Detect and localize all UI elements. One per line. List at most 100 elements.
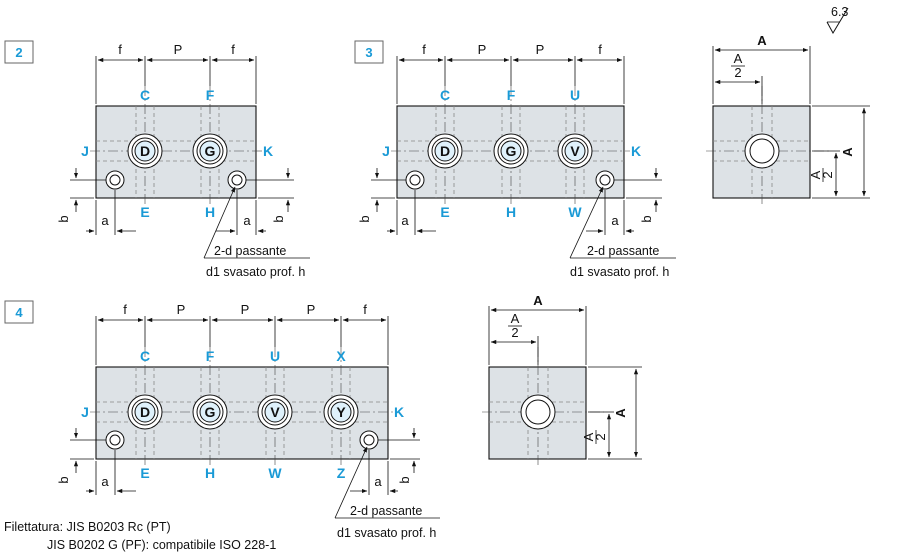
svg-text:G: G bbox=[205, 143, 216, 159]
svg-text:b: b bbox=[56, 476, 71, 483]
port-D: D bbox=[127, 394, 163, 430]
port-Y: Y bbox=[323, 394, 359, 430]
svg-text:V: V bbox=[570, 143, 580, 159]
svg-text:f: f bbox=[422, 42, 426, 57]
side-view-lower: A A 2 A A 2 bbox=[482, 293, 642, 465]
svg-text:H: H bbox=[205, 204, 215, 220]
svg-text:D: D bbox=[140, 143, 150, 159]
svg-text:d1 svasato prof. h: d1 svasato prof. h bbox=[570, 265, 669, 279]
svg-text:b: b bbox=[639, 215, 654, 222]
svg-text:3: 3 bbox=[365, 45, 372, 60]
port-G: G bbox=[192, 394, 228, 430]
svg-text:X: X bbox=[336, 348, 346, 364]
svg-text:D: D bbox=[440, 143, 450, 159]
svg-text:F: F bbox=[507, 87, 516, 103]
svg-text:f: f bbox=[363, 302, 367, 317]
svg-text:b: b bbox=[397, 476, 412, 483]
svg-text:C: C bbox=[140, 87, 150, 103]
callout-counterbore: d1 svasato prof. h bbox=[206, 265, 305, 279]
panel-3: 3 D G V f P P f bbox=[354, 40, 676, 279]
svg-text:A: A bbox=[808, 170, 823, 179]
svg-text:P: P bbox=[241, 302, 250, 317]
svg-text:J: J bbox=[81, 404, 89, 420]
svg-text:2-d passante: 2-d passante bbox=[350, 504, 422, 518]
svg-text:E: E bbox=[140, 204, 149, 220]
svg-text:V: V bbox=[270, 404, 280, 420]
dim-f-left: f bbox=[118, 42, 122, 57]
mount-hole-right bbox=[595, 170, 615, 190]
svg-text:K: K bbox=[263, 143, 273, 159]
thread-standard-line1: Filettatura: JIS B0203 Rc (PT) bbox=[4, 520, 171, 534]
svg-text:F: F bbox=[206, 348, 215, 364]
mount-hole-right bbox=[359, 430, 379, 450]
svg-text:W: W bbox=[568, 204, 582, 220]
svg-text:a: a bbox=[611, 213, 619, 228]
svg-text:H: H bbox=[205, 465, 215, 481]
svg-text:2: 2 bbox=[511, 325, 518, 340]
svg-text:2: 2 bbox=[593, 433, 608, 440]
svg-text:E: E bbox=[440, 204, 449, 220]
svg-text:f: f bbox=[123, 302, 127, 317]
dim-p: P bbox=[174, 42, 183, 57]
mount-hole-left bbox=[105, 430, 125, 450]
svg-text:2-d passante: 2-d passante bbox=[587, 244, 659, 258]
surface-roughness-symbol: 6.3 bbox=[826, 5, 849, 35]
svg-text:W: W bbox=[268, 465, 282, 481]
svg-text:A: A bbox=[840, 147, 855, 157]
svg-text:a: a bbox=[101, 474, 109, 489]
svg-text:P: P bbox=[536, 42, 545, 57]
svg-text:a: a bbox=[374, 474, 382, 489]
svg-text:G: G bbox=[506, 143, 517, 159]
port-G: G bbox=[493, 133, 529, 169]
svg-text:F: F bbox=[206, 87, 215, 103]
svg-text:H: H bbox=[506, 204, 516, 220]
svg-text:K: K bbox=[631, 143, 641, 159]
callout-hole: 2-d passante bbox=[214, 244, 286, 258]
svg-text:J: J bbox=[81, 143, 89, 159]
port-G: G bbox=[192, 133, 228, 169]
svg-text:G: G bbox=[205, 404, 216, 420]
port-D: D bbox=[127, 133, 163, 169]
svg-text:a: a bbox=[243, 213, 251, 228]
panel-badge bbox=[4, 40, 34, 64]
svg-text:D: D bbox=[140, 404, 150, 420]
mount-hole-left bbox=[405, 170, 425, 190]
svg-text:A: A bbox=[613, 408, 628, 418]
svg-text:b: b bbox=[271, 215, 286, 222]
svg-text:P: P bbox=[478, 42, 487, 57]
svg-text:P: P bbox=[307, 302, 316, 317]
svg-text:Z: Z bbox=[337, 465, 346, 481]
svg-text:f: f bbox=[598, 42, 602, 57]
svg-text:C: C bbox=[140, 348, 150, 364]
svg-text:b: b bbox=[357, 215, 372, 222]
mount-hole-left bbox=[105, 170, 125, 190]
svg-text:A: A bbox=[757, 33, 767, 48]
svg-text:P: P bbox=[177, 302, 186, 317]
thread-standard-line2: JIS B0202 G (PF): compatibile ISO 228-1 bbox=[47, 538, 276, 552]
svg-text:U: U bbox=[570, 87, 580, 103]
svg-text:A: A bbox=[533, 293, 543, 308]
svg-text:A: A bbox=[581, 432, 596, 441]
svg-text:2: 2 bbox=[820, 171, 835, 178]
svg-text:A: A bbox=[734, 51, 743, 66]
svg-text:K: K bbox=[394, 404, 404, 420]
panel-4: 4 D G V Y bbox=[4, 300, 440, 540]
svg-text:a: a bbox=[101, 213, 109, 228]
mount-hole-right bbox=[227, 170, 247, 190]
svg-text:Y: Y bbox=[336, 404, 346, 420]
panel-2: 2 D G f P f C F E H J K bbox=[4, 40, 310, 279]
svg-text:b: b bbox=[56, 215, 71, 222]
svg-text:E: E bbox=[140, 465, 149, 481]
port-V: V bbox=[257, 394, 293, 430]
port-V: V bbox=[557, 133, 593, 169]
panel-badge-label: 2 bbox=[15, 45, 22, 60]
dim-f-right: f bbox=[231, 42, 235, 57]
svg-text:4: 4 bbox=[15, 305, 23, 320]
svg-text:d1 svasato prof. h: d1 svasato prof. h bbox=[337, 526, 436, 540]
svg-text:2: 2 bbox=[734, 65, 741, 80]
roughness-value: 6.3 bbox=[831, 5, 848, 19]
port-D: D bbox=[427, 133, 463, 169]
svg-text:a: a bbox=[401, 213, 409, 228]
svg-text:J: J bbox=[382, 143, 390, 159]
